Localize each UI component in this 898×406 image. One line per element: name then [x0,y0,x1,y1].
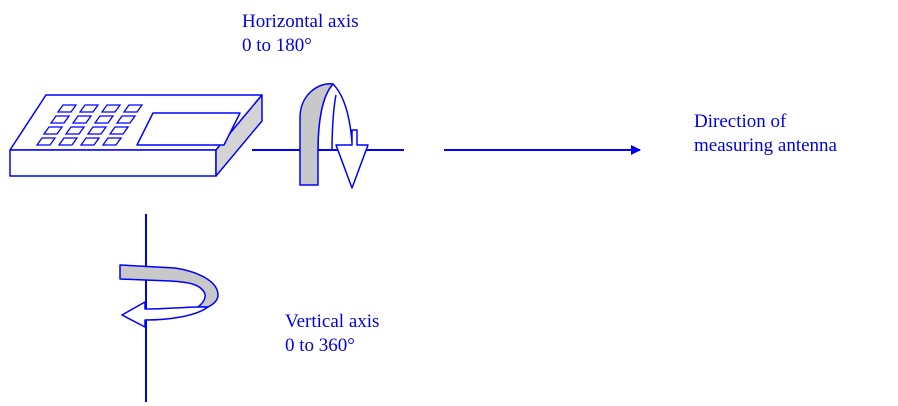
keypad-keys [35,104,144,146]
device-side-face [215,94,263,177]
direction-label-line2: measuring antenna [694,135,837,156]
horizontal-rotation-arrow [299,83,369,189]
vertical-band [119,264,219,308]
vertical-axis-label: Vertical axis 0 to 360° [285,310,379,358]
device-front-face [9,149,217,177]
vertical-band-lower [121,301,209,328]
vertical-axis-range: 0 to 360° [285,335,355,356]
direction-label: Direction of measuring antenna [694,110,837,158]
horizontal-axis-label: Horizontal axis 0 to 180° [242,10,359,58]
vertical-axis-title: Vertical axis [285,311,380,332]
horizontal-axis-range: 0 to 180° [242,35,312,56]
direction-label-line1: Direction of [694,111,787,132]
horizontal-axis-title: Horizontal axis [242,11,359,32]
device-screen [136,112,241,146]
horizontal-arrowhead [335,129,369,189]
horizontal-band [299,83,334,186]
vertical-rotation-arrow [119,264,219,328]
